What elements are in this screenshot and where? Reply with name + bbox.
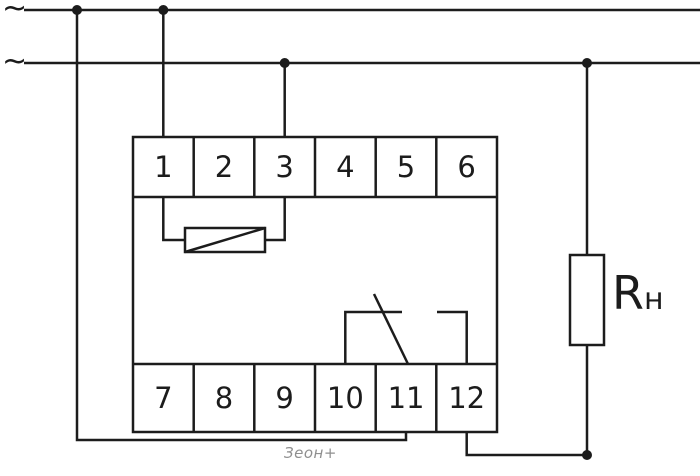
load-label-main: R	[612, 266, 644, 320]
terminal-5: 5	[396, 150, 416, 184]
junction-dot	[582, 58, 592, 68]
terminal-2: 2	[214, 150, 234, 184]
watermark: Зеон+	[284, 444, 337, 462]
terminal-1: 1	[154, 150, 173, 184]
terminal-8: 8	[214, 381, 234, 415]
load-resistor-symbol	[568, 253, 606, 347]
wire-phase1-terminal11	[75, 10, 408, 442]
device-outline	[131, 135, 499, 434]
terminal-7: 7	[154, 381, 173, 415]
junction-dot	[582, 450, 592, 460]
terminal-12: 12	[448, 381, 486, 415]
terminal-6: 6	[457, 150, 476, 184]
terminal-10: 10	[326, 381, 364, 415]
load-label: Rн	[612, 266, 664, 320]
wire-terminal12-load	[465, 432, 587, 457]
terminal-3: 3	[275, 150, 294, 184]
junction-dot	[158, 5, 169, 15]
junction-dots	[72, 5, 592, 460]
switch-contact-symbol	[344, 293, 468, 365]
junction-dot	[279, 58, 290, 68]
phase-symbol-top: ~	[2, 0, 28, 26]
terminal-4: 4	[336, 150, 355, 184]
relay-coil-symbol	[162, 197, 286, 254]
terminal-9: 9	[275, 381, 294, 415]
load-label-sub: н	[643, 282, 664, 317]
terminal-11: 11	[387, 381, 425, 415]
phase-symbol-bottom: ~	[2, 44, 28, 79]
junction-dot	[72, 5, 82, 15]
